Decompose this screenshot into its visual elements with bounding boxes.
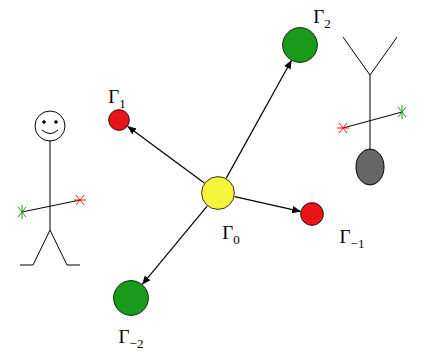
state-circle: Γ−2 bbox=[113, 280, 149, 316]
state-label: Γ2 bbox=[313, 7, 330, 26]
state-circle: Γ−1 bbox=[300, 202, 324, 226]
circle-shape bbox=[282, 27, 318, 63]
arrow-connector bbox=[128, 127, 204, 183]
circle-shape bbox=[108, 109, 130, 131]
state-circle: Γ2 bbox=[282, 27, 318, 63]
state-circle: Γ1 bbox=[108, 109, 130, 131]
state-label: Γ−2 bbox=[119, 327, 144, 346]
arrow-connector bbox=[142, 206, 207, 284]
state-label: Γ−1 bbox=[340, 227, 365, 246]
arrow-connector bbox=[226, 61, 291, 178]
arrow-connector bbox=[235, 197, 301, 212]
state-label: Γ1 bbox=[108, 87, 125, 106]
circle-shape bbox=[201, 176, 235, 210]
circle-shape bbox=[113, 280, 149, 316]
circle-shape bbox=[300, 202, 324, 226]
state-label: Γ0 bbox=[222, 223, 239, 242]
state-circle: Γ0 bbox=[201, 176, 235, 210]
